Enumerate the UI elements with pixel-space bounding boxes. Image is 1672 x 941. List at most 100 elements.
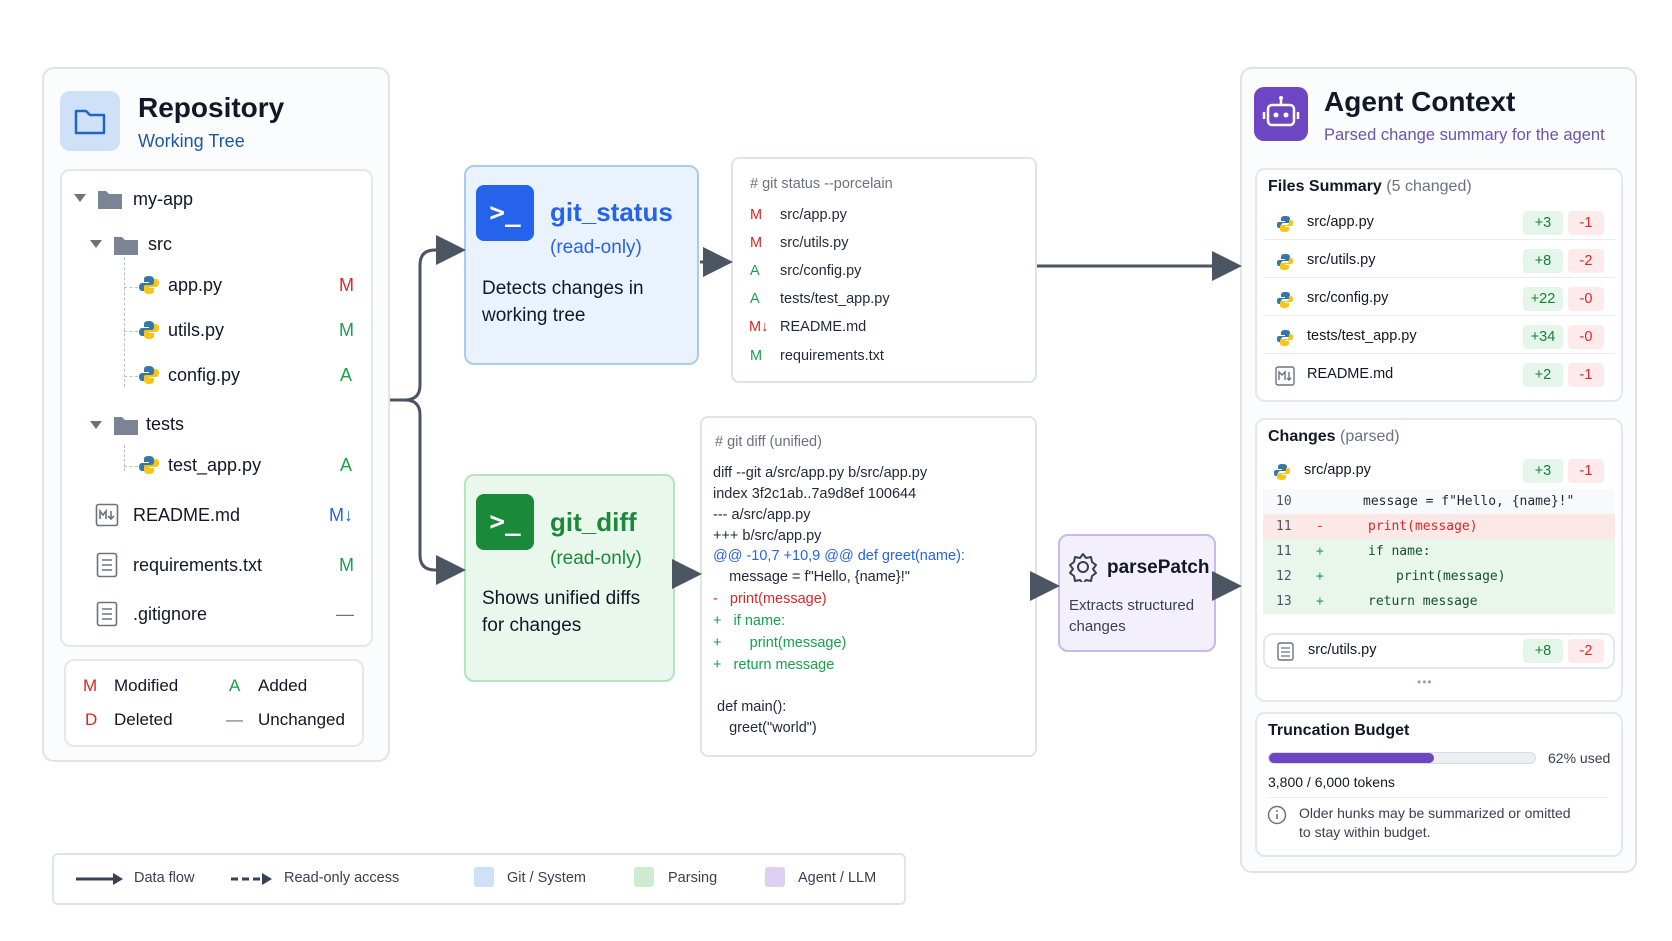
tree-item-test-app-py[interactable]: test_app.py bbox=[168, 455, 262, 475]
folder-icon bbox=[114, 237, 138, 255]
diff-line: greet("world") bbox=[713, 720, 817, 736]
file-summary-row[interactable]: src/app.py +3 -1 bbox=[1263, 206, 1615, 240]
tree-item-src[interactable]: src bbox=[148, 234, 172, 254]
status-badge: M bbox=[339, 275, 354, 295]
file-name: src/utils.py bbox=[1307, 252, 1376, 268]
added-count: +8 bbox=[1523, 639, 1563, 663]
diff-line: index 3f2c1ab..7a9d8ef 100644 bbox=[713, 486, 917, 502]
parse-patch-node bbox=[1058, 534, 1216, 652]
parsed-diff-line: 11 + if name: bbox=[1263, 539, 1615, 564]
tree-item-requirements[interactable]: requirements.txt bbox=[133, 555, 263, 575]
tree-guide bbox=[124, 445, 125, 471]
solid-arrow-icon bbox=[76, 873, 123, 885]
diff-line: --- a/src/app.py bbox=[713, 507, 811, 523]
info-icon bbox=[1267, 805, 1287, 825]
more-indicator[interactable]: ••• bbox=[1417, 675, 1433, 689]
file-tree bbox=[60, 169, 373, 647]
legend-git-system: Git / System bbox=[507, 870, 586, 886]
status-badge: M bbox=[339, 555, 354, 575]
legend-unchanged-label: Unchanged bbox=[258, 710, 345, 729]
git-status-title: git_status bbox=[550, 197, 673, 227]
tree-item-my-app[interactable]: my-app bbox=[133, 189, 194, 209]
repository-subtitle: Working Tree bbox=[138, 131, 245, 151]
tree-item-config-py[interactable]: config.py bbox=[168, 365, 241, 385]
removed-count: -2 bbox=[1568, 639, 1604, 663]
file-summary-row[interactable]: README.md +2 -1 bbox=[1263, 358, 1615, 392]
status-legend bbox=[64, 659, 364, 747]
file-name: src/app.py bbox=[1307, 214, 1374, 230]
changes-file-header[interactable]: src/utils.py +8 -2 bbox=[1263, 633, 1615, 669]
status-path: src/app.py bbox=[780, 207, 847, 223]
divider bbox=[1268, 797, 1608, 798]
diff-removed-line: - print(message) bbox=[713, 591, 827, 607]
status-code: A bbox=[750, 291, 760, 307]
removed-count: -0 bbox=[1568, 325, 1604, 349]
status-path: tests/test_app.py bbox=[780, 291, 890, 307]
tree-item-utils-py[interactable]: utils.py bbox=[168, 320, 225, 340]
tree-guide bbox=[124, 331, 138, 332]
file-summary-row[interactable]: src/config.py +22 -0 bbox=[1263, 282, 1615, 316]
tree-guide bbox=[124, 287, 138, 288]
changes-file-header[interactable]: src/app.py +3 -1 bbox=[1263, 455, 1615, 489]
diff-line: def main(): bbox=[713, 699, 787, 715]
parse-patch-description: Extracts structured bbox=[1069, 597, 1195, 614]
python-icon bbox=[1277, 292, 1293, 308]
parsed-diff-line: 12 + print(message) bbox=[1263, 564, 1615, 589]
git-diff-description: Shows unified diffs bbox=[482, 588, 641, 609]
parsed-diff-line: 13 + return message bbox=[1263, 589, 1615, 614]
code-comment: # git diff (unified) bbox=[715, 434, 822, 450]
arrow-repo-to-diff bbox=[390, 398, 466, 585]
status-badge: M bbox=[339, 320, 354, 340]
diff-added-line: + return message bbox=[713, 657, 835, 673]
python-icon bbox=[139, 276, 159, 294]
added-count: +22 bbox=[1523, 287, 1563, 311]
python-icon bbox=[1274, 464, 1290, 480]
diff-added-line: + print(message) bbox=[713, 635, 847, 651]
file-name: src/utils.py bbox=[1308, 642, 1377, 658]
chevron-down-icon[interactable] bbox=[89, 420, 103, 430]
added-count: +3 bbox=[1523, 459, 1563, 483]
diff-line: message = f"Hello, {name}!" bbox=[713, 569, 910, 585]
legend-modified-symbol: M bbox=[83, 676, 98, 695]
status-code: M bbox=[750, 207, 763, 223]
status-badge: — bbox=[336, 604, 354, 624]
legend-swatch-git bbox=[474, 867, 494, 887]
git-diff-title: git_diff bbox=[550, 507, 637, 537]
status-badge: A bbox=[340, 455, 353, 475]
removed-count: -1 bbox=[1568, 363, 1604, 387]
legend-modified-label: Modified bbox=[114, 676, 179, 695]
file-name: README.md bbox=[1307, 366, 1394, 382]
truncation-budget-card bbox=[1255, 712, 1623, 857]
tree-item-readme[interactable]: README.md bbox=[133, 505, 241, 525]
files-summary-card bbox=[1255, 168, 1623, 402]
diff-line: +++ b/src/app.py bbox=[713, 528, 822, 544]
tree-item-app-py[interactable]: app.py bbox=[168, 275, 223, 295]
tree-guide bbox=[124, 257, 125, 387]
git-status-subtitle: (read-only) bbox=[550, 237, 642, 258]
added-count: +2 bbox=[1523, 363, 1563, 387]
robot-icon bbox=[1254, 87, 1308, 141]
status-path: src/utils.py bbox=[780, 235, 849, 251]
budget-note: Older hunks may be summarized or omitted bbox=[1299, 805, 1571, 821]
tree-item-gitignore[interactable]: .gitignore bbox=[133, 604, 208, 624]
status-code: M bbox=[750, 235, 763, 251]
file-summary-row[interactable]: src/utils.py +8 -2 bbox=[1263, 244, 1615, 278]
legend-added-label: Added bbox=[258, 676, 308, 695]
folder-icon bbox=[60, 91, 120, 151]
chevron-down-icon[interactable] bbox=[73, 193, 87, 203]
added-count: +34 bbox=[1523, 325, 1563, 349]
removed-count: -1 bbox=[1568, 211, 1604, 235]
status-code: M↓ bbox=[749, 319, 769, 335]
tree-item-tests[interactable]: tests bbox=[146, 414, 185, 434]
git-status-description: working tree bbox=[482, 305, 586, 326]
file-summary-row[interactable]: tests/test_app.py +34 -0 bbox=[1263, 320, 1615, 354]
legend-data-flow: Data flow bbox=[134, 870, 195, 886]
python-icon bbox=[139, 321, 159, 339]
removed-count: -1 bbox=[1568, 459, 1604, 483]
code-comment: # git status --porcelain bbox=[750, 176, 893, 192]
repository-title: Repository bbox=[138, 92, 285, 123]
chevron-down-icon[interactable] bbox=[89, 239, 103, 249]
git-diff-description: for changes bbox=[482, 615, 582, 636]
legend-swatch-parsing bbox=[634, 867, 654, 887]
